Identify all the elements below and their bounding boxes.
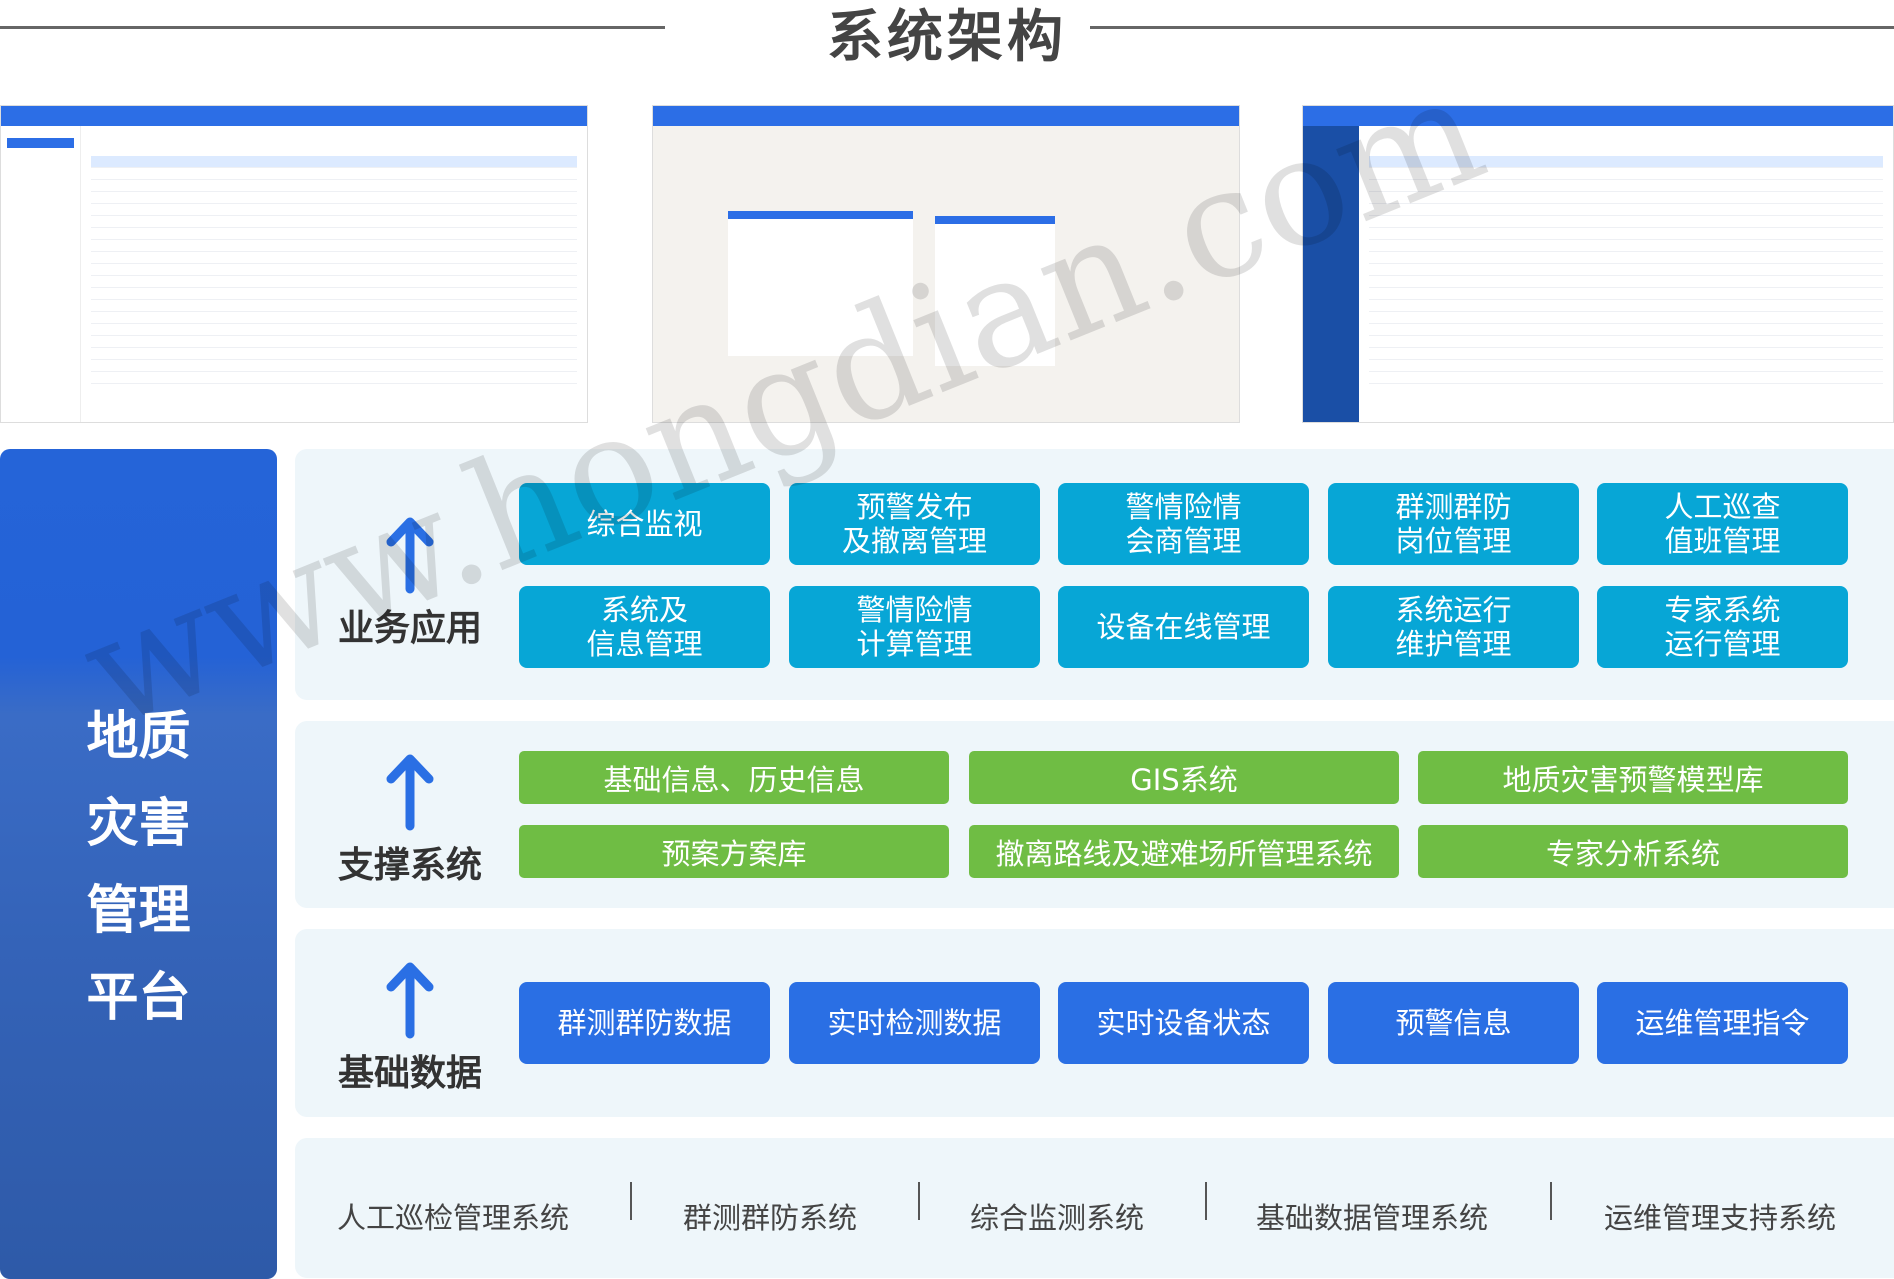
- thumb-row: [1369, 276, 1883, 288]
- system-label: 综合监测系统: [970, 1201, 1145, 1235]
- arrow-up-icon: [386, 517, 434, 594]
- arrow-up-icon: [386, 962, 434, 1039]
- thumb-row: [1369, 360, 1883, 372]
- layer-label: 支撑系统: [337, 845, 482, 886]
- thumb-row: [91, 168, 577, 180]
- thumb-row: [1369, 168, 1883, 180]
- business-button[interactable]: 综合监视: [519, 483, 770, 565]
- layer-systems: [295, 1138, 1894, 1278]
- business-button[interactable]: 专家系统运行管理: [1597, 586, 1848, 668]
- thumb-row: [1369, 192, 1883, 204]
- thumb-row: [1369, 252, 1883, 264]
- thumb-sidebar: [1303, 126, 1359, 422]
- screenshot-table-view: [0, 105, 588, 423]
- business-button[interactable]: 警情险情会商管理: [1058, 483, 1309, 565]
- business-button[interactable]: 系统及信息管理: [519, 586, 770, 668]
- thumb-row: [1369, 300, 1883, 312]
- support-button[interactable]: GIS系统: [969, 751, 1399, 804]
- thumb-row: [1369, 348, 1883, 360]
- layer-support: 支撑系统: [295, 721, 1894, 908]
- thumb-row: [1369, 372, 1883, 384]
- thumb-table: [1369, 156, 1883, 384]
- layer-label: 业务应用: [337, 608, 482, 649]
- thumb-header: [1, 106, 587, 126]
- business-button[interactable]: 人工巡查值班管理: [1597, 483, 1848, 565]
- data-button[interactable]: 实时检测数据: [789, 982, 1040, 1064]
- thumb-row: [1369, 264, 1883, 276]
- arrow-up-icon: [386, 754, 434, 831]
- thumb-row: [1369, 324, 1883, 336]
- data-button[interactable]: 群测群防数据: [519, 982, 770, 1064]
- separator: [1550, 1182, 1552, 1220]
- screenshot-map-view: [652, 105, 1240, 423]
- screenshot-list-view: [1302, 105, 1894, 423]
- thumb-row: [91, 192, 577, 204]
- title-line-right: [1090, 26, 1894, 29]
- thumb-row: [91, 300, 577, 312]
- thumb-row: [91, 288, 577, 300]
- thumb-row: [91, 228, 577, 240]
- thumb-row: [1369, 180, 1883, 192]
- thumb-row: [91, 264, 577, 276]
- thumb-row: [1369, 240, 1883, 252]
- thumb-row: [91, 312, 577, 324]
- thumb-row: [1369, 312, 1883, 324]
- thumb-table: [91, 156, 577, 384]
- thumb-popup: [935, 216, 1055, 366]
- support-button[interactable]: 撤离路线及避难场所管理系统: [969, 825, 1399, 878]
- data-button[interactable]: 预警信息: [1328, 982, 1579, 1064]
- thumb-popup: [728, 211, 913, 356]
- data-button[interactable]: 运维管理指令: [1597, 982, 1848, 1064]
- support-button[interactable]: 专家分析系统: [1418, 825, 1848, 878]
- thumb-row: [91, 360, 577, 372]
- thumb-row: [91, 180, 577, 192]
- business-button[interactable]: 预警发布及撤离管理: [789, 483, 1040, 565]
- thumb-row: [1369, 228, 1883, 240]
- thumb-tree: [1, 126, 81, 422]
- thumb-header: [653, 106, 1239, 126]
- thumb-row: [1369, 204, 1883, 216]
- thumb-row: [91, 372, 577, 384]
- support-button[interactable]: 基础信息、历史信息: [519, 751, 949, 804]
- business-button[interactable]: 群测群防岗位管理: [1328, 483, 1579, 565]
- business-button[interactable]: 设备在线管理: [1058, 586, 1309, 668]
- thumb-row: [91, 348, 577, 360]
- thumb-row: [91, 204, 577, 216]
- thumb-header: [1303, 106, 1893, 126]
- separator: [630, 1182, 632, 1220]
- platform-title: 地质灾害管理平台: [86, 707, 191, 1028]
- separator: [1205, 1182, 1207, 1220]
- platform-panel: 地质灾害管理平台: [0, 449, 277, 1279]
- business-button[interactable]: 系统运行维护管理: [1328, 586, 1579, 668]
- system-label: 基础数据管理系统: [1256, 1201, 1489, 1235]
- thumb-row: [1369, 336, 1883, 348]
- thumb-row: [1369, 288, 1883, 300]
- thumb-row: [1369, 216, 1883, 228]
- thumb-row: [91, 252, 577, 264]
- layer-label: 基础数据: [337, 1053, 482, 1094]
- thumb-row: [1369, 156, 1883, 168]
- support-button[interactable]: 地质灾害预警模型库: [1418, 751, 1848, 804]
- system-label: 运维管理支持系统: [1604, 1201, 1837, 1235]
- thumb-row: [91, 216, 577, 228]
- page-title: 系统架构: [827, 5, 1067, 70]
- system-label: 群测群防系统: [683, 1201, 858, 1235]
- thumb-row: [91, 336, 577, 348]
- data-button[interactable]: 实时设备状态: [1058, 982, 1309, 1064]
- thumb-row: [91, 240, 577, 252]
- business-button[interactable]: 警情险情计算管理: [789, 586, 1040, 668]
- system-label: 人工巡检管理系统: [337, 1201, 570, 1235]
- thumb-row: [91, 324, 577, 336]
- separator: [918, 1182, 920, 1220]
- title-line-left: [0, 26, 665, 29]
- support-button[interactable]: 预案方案库: [519, 825, 949, 878]
- thumb-row: [91, 156, 577, 168]
- thumb-row: [91, 276, 577, 288]
